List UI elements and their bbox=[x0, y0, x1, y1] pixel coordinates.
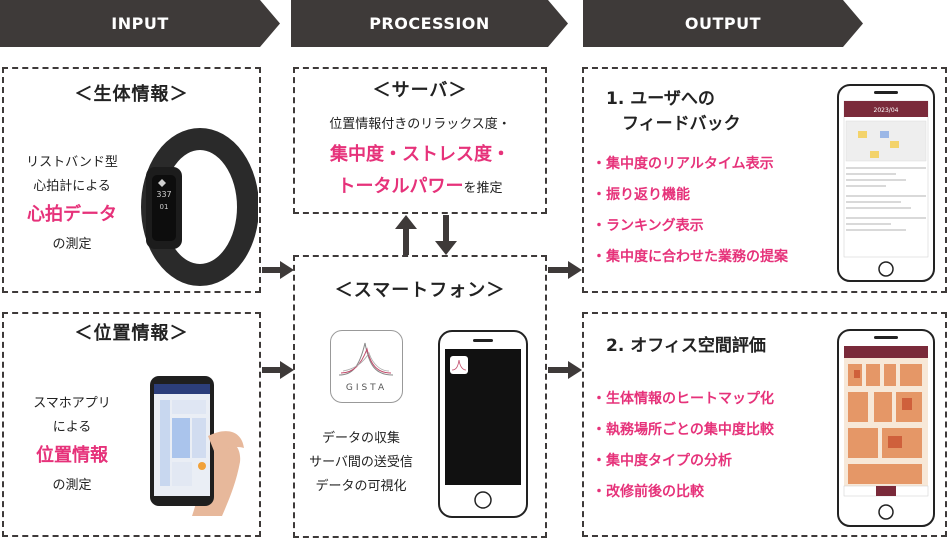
stage-output-label: OUTPUT bbox=[684, 14, 762, 33]
location-line2: による bbox=[52, 420, 92, 435]
smartphone-func3: データの可視化 bbox=[315, 479, 407, 494]
biometric-heading: ＜生体情報＞ bbox=[74, 84, 189, 105]
smartphone-func1: データの収集 bbox=[321, 431, 400, 446]
phone-in-hand-image bbox=[150, 376, 244, 516]
feedback-bullets: ・集中度のリアルタイム表示 ・振り返り機能 ・ランキング表示 ・集中度に合わせた… bbox=[592, 149, 788, 273]
biometric-highlight: 心拍データ bbox=[27, 204, 117, 225]
feedback-bullet: ・集中度のリアルタイム表示 bbox=[592, 156, 774, 172]
office-bullet: ・生体情報のヒートマップ化 bbox=[592, 391, 774, 407]
office-box: 2. オフィス空間評価 ・生体情報のヒートマップ化 ・執務場所ごとの集中度比較 … bbox=[582, 312, 947, 537]
server-line2: トータルパワーを推定 bbox=[295, 175, 545, 201]
location-heading: ＜位置情報＞ bbox=[74, 323, 189, 344]
stage-input: INPUT bbox=[0, 0, 280, 47]
biometric-line1: リストバンド型 bbox=[26, 155, 118, 170]
gista-logo-text: GISTA bbox=[345, 383, 388, 393]
smartphone-image bbox=[438, 330, 528, 518]
arrow-down-from-server bbox=[435, 215, 457, 255]
office-bullet: ・改修前後の比較 bbox=[592, 484, 704, 500]
location-box: ＜位置情報＞ スマホアプリ による 位置情報 の測定 bbox=[2, 312, 261, 537]
feedback-bullet: ・集中度に合わせた業務の提案 bbox=[592, 249, 788, 265]
arrow-up-to-server bbox=[395, 215, 417, 255]
feedback-phone-image: 2023/04 bbox=[837, 84, 935, 282]
biometric-line3: の測定 bbox=[52, 237, 92, 252]
office-bullets: ・生体情報のヒートマップ化 ・執務場所ごとの集中度比較 ・集中度タイプの分析 ・… bbox=[592, 384, 774, 508]
svg-text:01: 01 bbox=[160, 203, 169, 211]
office-bullet: ・執務場所ごとの集中度比較 bbox=[592, 422, 774, 438]
stage-output: OUTPUT bbox=[583, 0, 863, 47]
server-heading: ＜サーバ＞ bbox=[372, 80, 468, 101]
office-title: 2. オフィス空間評価 bbox=[606, 336, 766, 356]
feedback-title-line2: フィードバック bbox=[622, 114, 741, 134]
office-bullet: ・集中度タイプの分析 bbox=[592, 453, 732, 469]
arrow-smartphone-to-office bbox=[548, 361, 582, 379]
stage-procession: PROCESSION bbox=[291, 0, 568, 47]
wristband-image: 337 01 bbox=[141, 128, 258, 286]
arrow-smartphone-to-feedback bbox=[548, 261, 582, 279]
smartphone-box: ＜スマートフォン＞ GISTA データの収集 サーバ間の送受信 データの可視化 bbox=[293, 255, 547, 538]
gista-app-icon: GISTA bbox=[330, 330, 403, 403]
feedback-box: 1. ユーザへの フィードバック ・集中度のリアルタイム表示 ・振り返り機能 ・… bbox=[582, 67, 947, 293]
office-phone-image bbox=[837, 329, 935, 527]
location-highlight: 位置情報 bbox=[36, 445, 108, 466]
feedback-title-line1: 1. ユーザへの bbox=[606, 89, 715, 109]
stage-input-label: INPUT bbox=[111, 14, 169, 33]
biometric-line2: 心拍計による bbox=[33, 179, 111, 194]
server-highlight2: トータルパワー bbox=[337, 176, 464, 197]
feedback-bullet: ・ランキング表示 bbox=[592, 218, 704, 234]
feedback-bullet: ・振り返り機能 bbox=[592, 187, 690, 203]
svg-text:337: 337 bbox=[156, 190, 171, 199]
server-box: ＜サーバ＞ 位置情報付きのリラックス度・ 集中度・ストレス度・ トータルパワーを… bbox=[293, 67, 547, 214]
location-line1: スマホアプリ bbox=[33, 396, 111, 411]
arrow-location-to-smartphone bbox=[262, 361, 294, 379]
server-highlight1: 集中度・ストレス度・ bbox=[330, 144, 510, 165]
biometric-box: ＜生体情報＞ リストバンド型 心拍計による 心拍データ の測定 337 01 bbox=[2, 67, 261, 293]
location-line3: の測定 bbox=[52, 478, 92, 493]
server-line1: 位置情報付きのリラックス度・ bbox=[329, 117, 511, 132]
arrow-biometric-to-smartphone bbox=[262, 261, 294, 279]
smartphone-heading: ＜スマートフォン＞ bbox=[334, 280, 506, 301]
feedback-phone-screen-title: 2023/04 bbox=[874, 107, 899, 114]
smartphone-func2: サーバ間の送受信 bbox=[309, 455, 413, 470]
server-line2-suffix: を推定 bbox=[463, 181, 503, 196]
stage-procession-label: PROCESSION bbox=[369, 14, 490, 33]
